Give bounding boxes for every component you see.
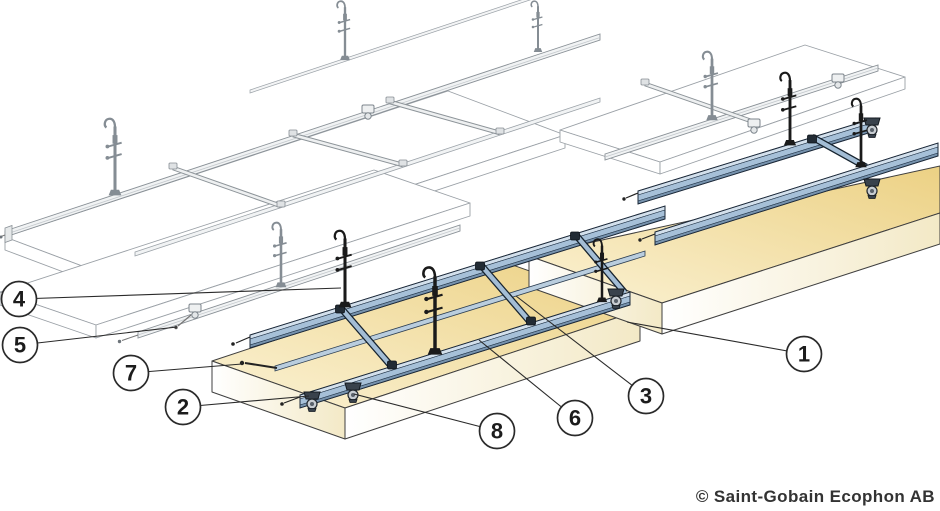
grid-runner-back bbox=[249, 0, 532, 94]
callout-leader-4 bbox=[18, 287, 342, 300]
callout-leader-2 bbox=[182, 395, 310, 408]
grid-runner-front bbox=[117, 224, 461, 344]
callout-leader-1 bbox=[626, 321, 805, 355]
acoustic-panels bbox=[211, 165, 940, 440]
callout-circle-1 bbox=[785, 335, 823, 373]
callout-leader-3 bbox=[515, 295, 647, 397]
callout-circle-6 bbox=[556, 399, 594, 437]
callout-label-8: 8 bbox=[491, 419, 503, 444]
callout-label-5: 5 bbox=[14, 333, 26, 358]
grid-runner-upper-right bbox=[604, 64, 879, 161]
callout-circle-4 bbox=[0, 280, 38, 318]
carrier-frame-left bbox=[231, 205, 666, 413]
cross-connector-right bbox=[810, 133, 868, 171]
callout-leader-7 bbox=[130, 363, 243, 374]
copyright-notice: © Saint-Gobain Ecophon AB bbox=[695, 487, 935, 506]
carrier-profile-near-left bbox=[299, 291, 631, 409]
callout-label-2: 2 bbox=[177, 395, 189, 420]
cross-connectors-left bbox=[337, 231, 628, 377]
callout-leader-8 bbox=[353, 393, 498, 432]
callout-circle-2 bbox=[164, 388, 202, 426]
callout-leader-6 bbox=[478, 339, 576, 419]
carrier-frame-right bbox=[622, 117, 939, 246]
callout-circle-8 bbox=[478, 412, 516, 450]
callout-leader-5 bbox=[19, 326, 178, 346]
carrier-profile-far-left bbox=[249, 205, 666, 349]
grid-hanger-3 bbox=[335, 0, 352, 61]
background-grid-system bbox=[0, 0, 906, 344]
callout-label-7: 7 bbox=[125, 361, 137, 386]
carrier-profile-near-right bbox=[654, 142, 939, 246]
callout-label-4: 4 bbox=[13, 287, 26, 312]
callout-label-1: 1 bbox=[798, 342, 810, 367]
panel-right bbox=[528, 165, 940, 335]
grid-runner-middle bbox=[134, 97, 601, 257]
callout-layer: 1 2 3 4 5 6 7 8 bbox=[0, 280, 823, 450]
callout-label-6: 6 bbox=[569, 406, 581, 431]
callout-circle-7 bbox=[112, 354, 150, 392]
callout-circle-5 bbox=[1, 326, 39, 364]
callout-label-3: 3 bbox=[640, 384, 652, 409]
grid-cross-profiles bbox=[168, 78, 755, 209]
callout-circle-3 bbox=[627, 377, 665, 415]
grid-hanger-1 bbox=[103, 117, 124, 197]
grid-hanger-4 bbox=[530, 0, 544, 53]
